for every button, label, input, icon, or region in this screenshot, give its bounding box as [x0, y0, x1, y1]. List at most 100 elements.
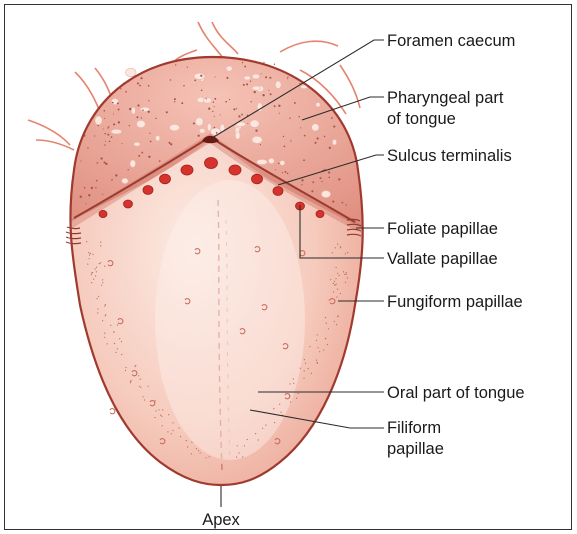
surface-dot [112, 102, 114, 104]
surface-dot [323, 349, 324, 350]
surface-dot [208, 108, 210, 110]
surface-dot [105, 304, 106, 305]
label-fungiform-papillae: Fungiform papillae [387, 293, 523, 311]
surface-dot [91, 274, 92, 275]
surface-dot [321, 181, 322, 182]
surface-dot [122, 143, 123, 144]
surface-dot [339, 275, 340, 276]
surface-dot [86, 241, 87, 242]
surface-dot [247, 439, 248, 440]
surface-dot [265, 76, 267, 78]
surface-dot [345, 253, 346, 254]
surface-dot [95, 187, 96, 188]
surface-dot [274, 105, 276, 107]
surface-dot [326, 323, 327, 324]
surface-dot [138, 375, 139, 376]
surface-dot [96, 271, 97, 272]
surface-dot [127, 169, 128, 170]
surface-dot [121, 341, 122, 342]
surface-dot [343, 271, 344, 272]
label-filiform-papillae-line2: papillae [387, 440, 444, 458]
surface-dot [113, 123, 115, 125]
surface-dot [250, 80, 251, 81]
surface-dot [125, 370, 126, 371]
lingual-follicle [321, 191, 330, 198]
surface-dot [340, 293, 341, 294]
surface-dot [225, 101, 227, 103]
surface-dot [183, 85, 185, 87]
surface-dot [91, 272, 92, 273]
surface-dot [262, 94, 264, 96]
surface-dot [187, 67, 188, 68]
surface-dot [347, 277, 348, 278]
surface-dot [129, 125, 130, 126]
surface-dot [107, 343, 108, 344]
surface-dot [186, 440, 187, 441]
surface-dot [141, 152, 143, 154]
surface-dot [338, 178, 340, 180]
surface-dot [196, 448, 197, 449]
surface-dot [338, 316, 339, 317]
lingual-follicle [203, 98, 211, 104]
label-pharyngeal-part-line2: of tongue [387, 110, 456, 128]
surface-dot [80, 161, 81, 162]
surface-dot [335, 247, 336, 248]
surface-dot [114, 332, 115, 333]
surface-dot [93, 279, 94, 280]
surface-dot [125, 367, 126, 368]
surface-dot [200, 75, 202, 77]
surface-dot [279, 404, 280, 405]
lingual-follicle [131, 107, 135, 114]
surface-dot [206, 457, 207, 458]
surface-dot [137, 82, 139, 84]
surface-dot [333, 126, 335, 128]
surface-dot [117, 102, 119, 104]
surface-dot [278, 105, 280, 107]
lingual-follicle [316, 103, 320, 107]
surface-dot [270, 93, 272, 95]
surface-dot [97, 298, 98, 299]
surface-dot [308, 368, 309, 369]
surface-dot [304, 359, 305, 360]
lingual-follicle [275, 81, 281, 89]
label-pharyngeal-part-line1: Pharyngeal part [387, 89, 504, 107]
surface-dot [173, 422, 174, 423]
surface-dot [125, 91, 127, 93]
surface-dot [214, 106, 215, 107]
surface-dot [209, 456, 210, 457]
surface-dot [279, 113, 280, 114]
surface-dot [332, 201, 334, 203]
surface-dot [304, 135, 306, 137]
surface-dot [181, 102, 183, 104]
surface-dot [107, 127, 108, 128]
surface-dot [237, 445, 238, 446]
surface-dot [214, 98, 216, 100]
surface-dot [336, 267, 337, 268]
lingual-follicle [250, 120, 259, 128]
surface-dot [251, 101, 252, 102]
surface-dot [95, 275, 96, 276]
lingual-follicle [252, 86, 261, 90]
surface-dot [275, 169, 276, 170]
lingual-follicle [226, 66, 232, 71]
surface-dot [278, 163, 280, 165]
surface-dot [311, 373, 312, 374]
label-foliate-papillae: Foliate papillae [387, 220, 498, 238]
surface-dot [115, 174, 117, 176]
surface-dot [344, 274, 345, 275]
lingual-follicle [134, 142, 140, 146]
surface-dot [178, 427, 179, 428]
lingual-follicle [126, 68, 137, 77]
surface-dot [298, 116, 300, 118]
surface-dot [171, 433, 172, 434]
surface-dot [346, 272, 347, 273]
surface-dot [96, 267, 97, 268]
surface-dot [293, 378, 294, 379]
surface-dot [318, 347, 319, 348]
surface-dot [149, 133, 150, 134]
surface-dot [87, 264, 88, 265]
surface-dot [135, 366, 136, 367]
surface-dot [198, 450, 199, 451]
surface-dot [285, 171, 287, 173]
